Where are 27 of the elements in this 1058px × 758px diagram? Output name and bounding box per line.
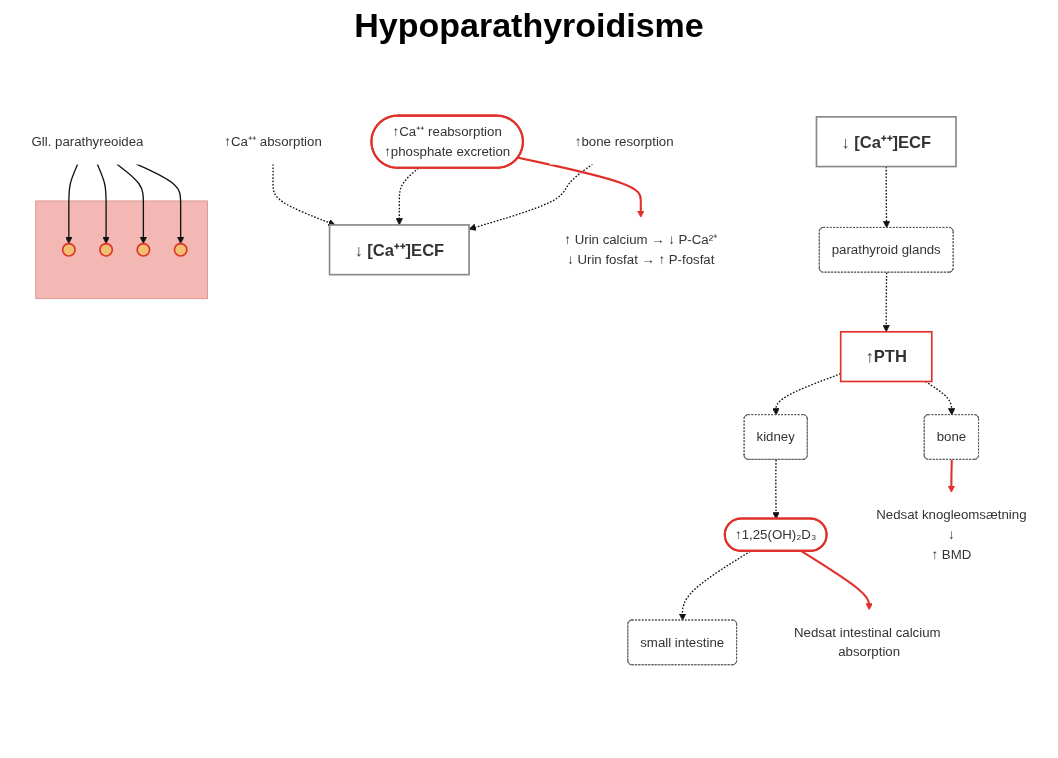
node-text: ↑ Urin calcium → ↓ P-Ca²⁺ ↓ Urin fosfat → ↑ P-fosfat bbox=[564, 232, 718, 267]
diagram-title: Hypoparathyroidisme bbox=[353, 6, 705, 45]
node-circle bbox=[173, 242, 188, 257]
cluster bbox=[35, 200, 208, 299]
node-text: Nedsat knogleomsætning ↓ ↑ BMD bbox=[876, 507, 1027, 562]
node-text: ↑Ca⁺⁺ absorption bbox=[224, 134, 322, 149]
arrow bbox=[924, 380, 956, 416]
node-box: ↑PTH bbox=[839, 330, 933, 383]
node-circle bbox=[136, 242, 151, 257]
node-text: Nedsat intestinal calcium absorption bbox=[794, 624, 941, 659]
node-circle bbox=[61, 242, 76, 257]
arrow bbox=[947, 459, 955, 493]
node-text: ↑bone resorption bbox=[574, 134, 674, 149]
node-box: ↓ [Ca⁺⁺]ECF bbox=[815, 115, 957, 168]
arrow bbox=[517, 156, 645, 218]
arrow bbox=[395, 167, 419, 226]
arrow bbox=[272, 163, 336, 226]
node-text: Gll. parathyreoidea bbox=[31, 134, 144, 149]
arrow bbox=[882, 271, 890, 332]
arrow bbox=[96, 163, 110, 244]
arrow bbox=[65, 163, 79, 244]
node-circle bbox=[99, 242, 114, 257]
arrow bbox=[801, 550, 873, 611]
arrow bbox=[116, 163, 147, 244]
node-box: ↓ [Ca⁺⁺]ECF bbox=[328, 223, 470, 276]
arrow bbox=[135, 163, 185, 244]
arrow bbox=[882, 165, 891, 229]
